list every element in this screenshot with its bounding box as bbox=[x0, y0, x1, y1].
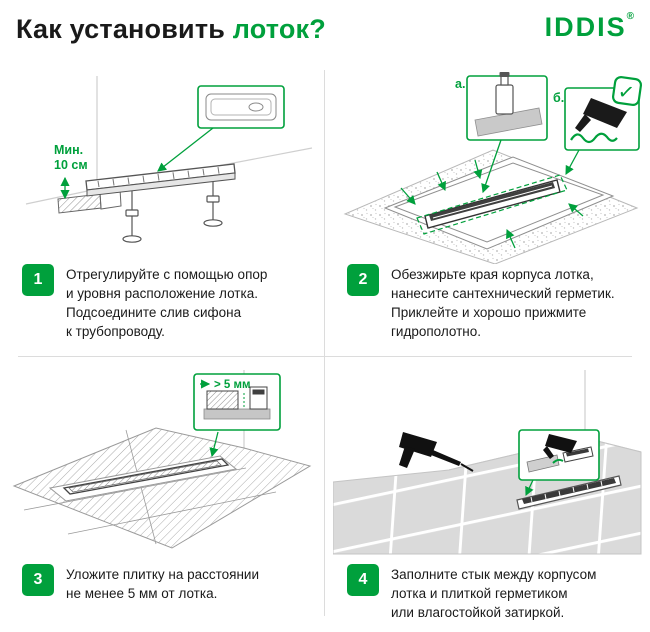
step-text-line: к трубопроводу. bbox=[66, 324, 165, 340]
step-3-drawing: > 5 мм bbox=[12, 370, 312, 549]
min-label-line2: 10 см bbox=[54, 158, 88, 172]
bottle-icon bbox=[495, 72, 514, 115]
gap-callout: > 5 мм bbox=[193, 373, 281, 458]
brand-logo: IDDIS® bbox=[544, 11, 634, 42]
step-2-panel: а. б. bbox=[325, 64, 650, 356]
sealant-gun-icon bbox=[399, 432, 474, 472]
page-title: Как установить лоток? bbox=[16, 14, 326, 45]
checkmark-icon: ✓ bbox=[616, 81, 636, 105]
callout-b-label: б. bbox=[553, 91, 564, 105]
step-1-row: 1 Отрегулируйте с помощью опор и уровня … bbox=[22, 264, 267, 342]
brand-name: IDDIS bbox=[544, 12, 627, 42]
title-prefix: Как установить bbox=[16, 14, 233, 44]
step-1-number-badge: 1 bbox=[22, 264, 54, 296]
step-text-line: Приклейте и хорошо прижмите bbox=[391, 305, 587, 321]
step-3-row: 3 Уложите плитку на расстоянии не менее … bbox=[22, 564, 259, 603]
drain-channel bbox=[85, 163, 236, 197]
tiled-floor bbox=[12, 427, 312, 549]
drain-channel bbox=[62, 458, 230, 495]
step-text-line: и уровня расположение лотка. bbox=[66, 286, 258, 302]
gap-dimension-label: > 5 мм bbox=[214, 379, 251, 391]
step-3-number-badge: 3 bbox=[22, 564, 54, 596]
min-label-line1: Мин. bbox=[54, 143, 83, 157]
step-4-text: Заполните стык между корпусом лотка и пл… bbox=[391, 564, 596, 622]
step-text-line: или влагостойкой затиркой. bbox=[391, 605, 565, 621]
step-2-drawing: а. б. bbox=[343, 72, 643, 264]
vertical-divider bbox=[324, 70, 325, 616]
step-4-number-badge: 4 bbox=[347, 564, 379, 596]
step-2-row: 2 Обезжирьте края корпуса лотка, нанесит… bbox=[347, 264, 615, 342]
step-text-line: Отрегулируйте с помощью опор bbox=[66, 267, 268, 282]
step-3-illustration: > 5 мм bbox=[8, 362, 318, 558]
checkmark-box: ✓ bbox=[611, 75, 643, 107]
step-2-number-badge: 2 bbox=[347, 264, 379, 296]
step-text-line: Обезжирьте края корпуса лотка, bbox=[391, 267, 594, 282]
registered-mark: ® bbox=[626, 11, 634, 22]
adjustable-feet bbox=[122, 180, 223, 243]
step-text-line: Уложите плитку на расстоянии bbox=[66, 567, 260, 582]
callout-a-label: а. bbox=[455, 77, 465, 91]
step-4-illustration bbox=[333, 362, 643, 558]
step-4-drawing bbox=[333, 370, 642, 555]
step-text-line: лотка и плиткой герметиком bbox=[391, 586, 568, 602]
step-3-panel: > 5 мм 3 Уложите плитку на расстоянии не… bbox=[0, 356, 325, 632]
drain-channel bbox=[516, 475, 622, 510]
press-arrows-icon bbox=[400, 159, 584, 249]
sealant-gun-icon bbox=[575, 98, 627, 132]
step-text-line: не менее 5 мм от лотка. bbox=[66, 586, 218, 602]
step-text-line: Подсоедините слив сифона bbox=[66, 305, 242, 321]
step-2-text: Обезжирьте края корпуса лотка, нанесите … bbox=[391, 264, 615, 342]
step-text-line: гидрополотно. bbox=[391, 324, 482, 340]
sealant-bead-icon bbox=[570, 132, 618, 144]
step-2-illustration: а. б. bbox=[333, 68, 643, 264]
step-4-panel: 4 Заполните стык между корпусом лотка и … bbox=[325, 356, 650, 632]
sealant-bead-icon bbox=[552, 458, 564, 464]
joint-callout bbox=[518, 429, 600, 497]
step-3-text: Уложите плитку на расстоянии не менее 5 … bbox=[66, 564, 259, 603]
sealant-gun-closeup-icon bbox=[543, 434, 577, 459]
drain-channel bbox=[424, 179, 561, 229]
step-4-row: 4 Заполните стык между корпусом лотка и … bbox=[347, 564, 596, 622]
step-text-line: Заполните стык между корпусом bbox=[391, 567, 597, 582]
channel-callout bbox=[157, 85, 285, 172]
step-1-text: Отрегулируйте с помощью опор и уровня ра… bbox=[66, 264, 267, 342]
step-1-panel: Мин. 10 см 1 Отрегулируйте с помощью опо… bbox=[0, 64, 325, 356]
horizontal-divider bbox=[18, 356, 632, 357]
degreaser-callout: а. bbox=[455, 72, 548, 194]
header: Как установить лоток? IDDIS® bbox=[16, 11, 634, 54]
min-height-label: Мин. 10 см bbox=[54, 143, 88, 200]
step-1-drawing: Мин. 10 см bbox=[25, 76, 313, 243]
step-text-line: нанесите сантехнический герметик. bbox=[391, 286, 615, 302]
membrane-outline bbox=[416, 174, 568, 235]
step-1-illustration: Мин. 10 см bbox=[8, 68, 318, 264]
title-accent: лоток? bbox=[232, 14, 326, 44]
